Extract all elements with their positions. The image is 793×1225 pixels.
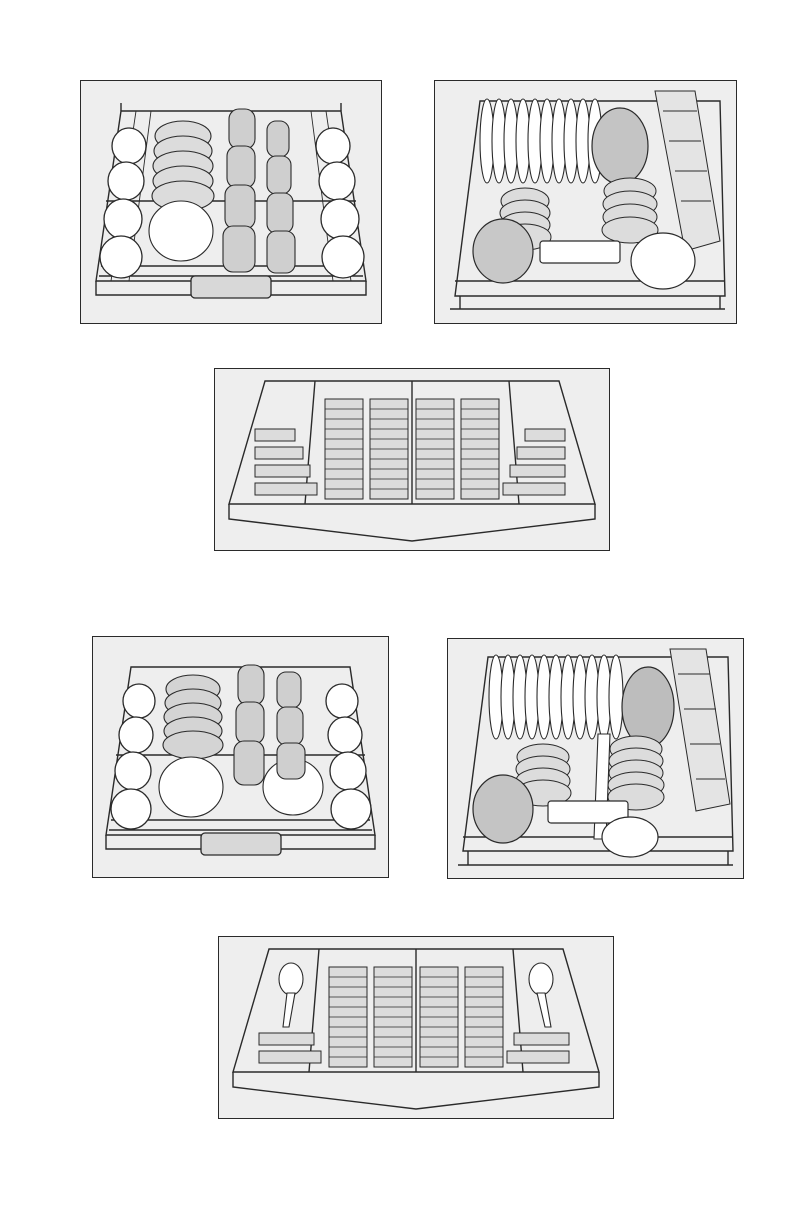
cutlery-tray-icon (215, 369, 609, 550)
lower-rack-icon (448, 639, 743, 878)
lower-rack-illustration-1 (434, 80, 737, 324)
upper-rack-icon (81, 81, 381, 323)
upper-rack-illustration-1 (80, 80, 382, 324)
lower-rack-illustration-2 (447, 638, 744, 879)
upper-rack-icon (93, 637, 388, 877)
lower-rack-icon (435, 81, 736, 323)
upper-rack-illustration-2 (92, 636, 389, 878)
cutlery-tray-icon (219, 937, 613, 1118)
cutlery-tray-illustration-2 (218, 936, 614, 1119)
cutlery-tray-illustration-1 (214, 368, 610, 551)
